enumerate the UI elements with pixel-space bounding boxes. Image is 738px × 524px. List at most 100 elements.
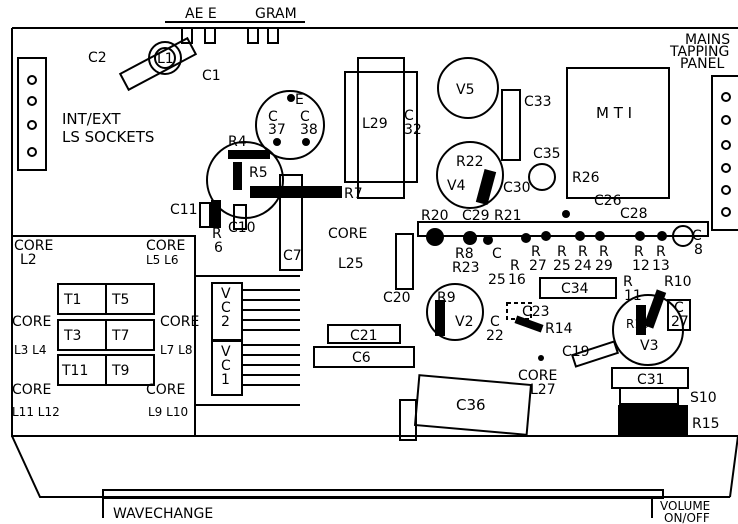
label-vc1-b: C xyxy=(221,358,231,374)
label-l29: L29 xyxy=(362,116,388,132)
label-int-ext-1: INT/EXT xyxy=(62,110,121,128)
gang-vc1 xyxy=(211,339,243,396)
cap-c21 xyxy=(327,324,401,344)
label-r6-b: 6 xyxy=(214,240,223,256)
socket-e xyxy=(204,27,216,44)
label-l7l8: L7 L8 xyxy=(160,343,192,357)
label-l1: L1 xyxy=(157,51,174,67)
label-mt1: M T I xyxy=(596,104,632,122)
label-r11-a: R xyxy=(623,274,633,290)
label-t9: T9 xyxy=(111,363,129,379)
label-c22-a: C xyxy=(490,314,500,330)
label-v2: V2 xyxy=(455,314,473,330)
label-r24-a: R xyxy=(578,244,588,260)
label-v4: V4 xyxy=(447,178,466,194)
socket-gram-1 xyxy=(247,27,259,44)
label-core-l7: CORE xyxy=(160,314,199,330)
label-c37-a: C xyxy=(268,109,278,125)
label-r24-b: 24 xyxy=(574,258,592,274)
label-c31: C31 xyxy=(637,372,665,388)
label-vc1-a: V xyxy=(221,344,231,360)
socket-ae xyxy=(181,27,193,44)
label-v3: V3 xyxy=(640,338,658,354)
label-r9: R9 xyxy=(437,290,456,306)
label-c10: C10 xyxy=(228,220,256,236)
label-t5: T5 xyxy=(111,292,129,308)
label-core-l11: CORE xyxy=(12,382,51,398)
label-mains-1: MAINS xyxy=(685,32,730,48)
label-r12-a: R xyxy=(634,244,644,260)
label-int-ext-2: LS SOCKETS xyxy=(62,128,154,146)
label-c37-b: 37 xyxy=(268,122,286,138)
socket-gram-2 xyxy=(267,27,279,44)
label-core-l25-a: CORE xyxy=(328,226,367,242)
coil-box xyxy=(11,235,196,437)
label-core-l2-a: CORE xyxy=(14,238,53,254)
label-volume-1: VOLUME xyxy=(660,499,710,513)
label-c32-a: C xyxy=(404,108,414,124)
label-t1: T1 xyxy=(63,292,81,308)
label-c6: C6 xyxy=(352,350,371,366)
label-wavechange: WAVECHANGE xyxy=(113,506,213,522)
cap-c20 xyxy=(395,233,414,290)
label-t3: T3 xyxy=(63,328,81,344)
label-c33: C33 xyxy=(524,94,552,110)
cap-c34 xyxy=(539,277,617,299)
label-r15: R15 xyxy=(692,416,720,432)
label-core-l9: CORE xyxy=(146,382,185,398)
coil-l29 xyxy=(344,71,418,183)
label-r7: R7 xyxy=(344,186,363,202)
label-gram: GRAM xyxy=(255,6,297,22)
label-c21: C21 xyxy=(350,328,378,344)
label-r14: R14 xyxy=(545,321,573,337)
label-c8-b: 8 xyxy=(694,242,703,258)
label-s10: S10 xyxy=(690,390,717,406)
transformer-mt1 xyxy=(566,67,670,199)
label-r21: R21 xyxy=(494,208,522,224)
label-r11-b: 11 xyxy=(624,288,642,304)
label-r16-b: 16 xyxy=(508,272,526,288)
cap-c35 xyxy=(528,163,556,191)
valve-base-c37-c38 xyxy=(255,90,325,160)
label-c11: C11 xyxy=(170,202,198,218)
label-c35: C35 xyxy=(533,146,561,162)
label-vc1-c: 1 xyxy=(221,372,230,388)
mains-panel xyxy=(711,75,738,231)
label-r10: R10 xyxy=(664,274,692,290)
label-vc2-a: V xyxy=(221,286,231,302)
label-c23: C23 xyxy=(522,304,550,320)
label-r19: R19 xyxy=(626,317,650,331)
label-core-l5-b: L5 L6 xyxy=(146,253,178,267)
label-c27-b: 27 xyxy=(671,314,689,330)
label-core-l27-b: L27 xyxy=(530,382,556,398)
label-c22-b: 22 xyxy=(486,328,504,344)
label-r27-b: 27 xyxy=(529,258,547,274)
label-core-l2-b: L2 xyxy=(20,252,37,268)
label-t11: T11 xyxy=(61,363,88,379)
label-c29: C29 xyxy=(462,208,490,224)
cap-c7 xyxy=(279,174,303,271)
cap-c36 xyxy=(413,374,533,436)
label-c20: C20 xyxy=(383,290,411,306)
label-c1: C1 xyxy=(202,68,221,84)
label-r8: R8 xyxy=(455,246,474,262)
label-r22: R22 xyxy=(456,154,484,170)
label-core-l25-b: L25 xyxy=(338,256,364,272)
label-c19: C19 xyxy=(562,344,590,360)
label-r13-b: 13 xyxy=(652,258,670,274)
label-c32-b: 32 xyxy=(404,122,422,138)
label-c25-b: 25 xyxy=(488,272,506,288)
label-mains-3: PANEL xyxy=(680,56,724,72)
label-c36: C36 xyxy=(456,396,486,414)
valve-v2 xyxy=(426,283,484,341)
label-r6-a: R xyxy=(212,226,222,242)
label-volume-2: ON/OFF xyxy=(664,511,710,524)
label-vc2-b: C xyxy=(221,300,231,316)
label-r26: R26 xyxy=(572,170,600,186)
valve-v4 xyxy=(436,141,504,209)
label-e: E xyxy=(295,92,304,108)
label-l11l12: L11 L12 xyxy=(12,405,60,419)
label-t7: T7 xyxy=(111,328,129,344)
label-r13-a: R xyxy=(656,244,666,260)
label-l9l10: L9 L10 xyxy=(148,405,188,419)
